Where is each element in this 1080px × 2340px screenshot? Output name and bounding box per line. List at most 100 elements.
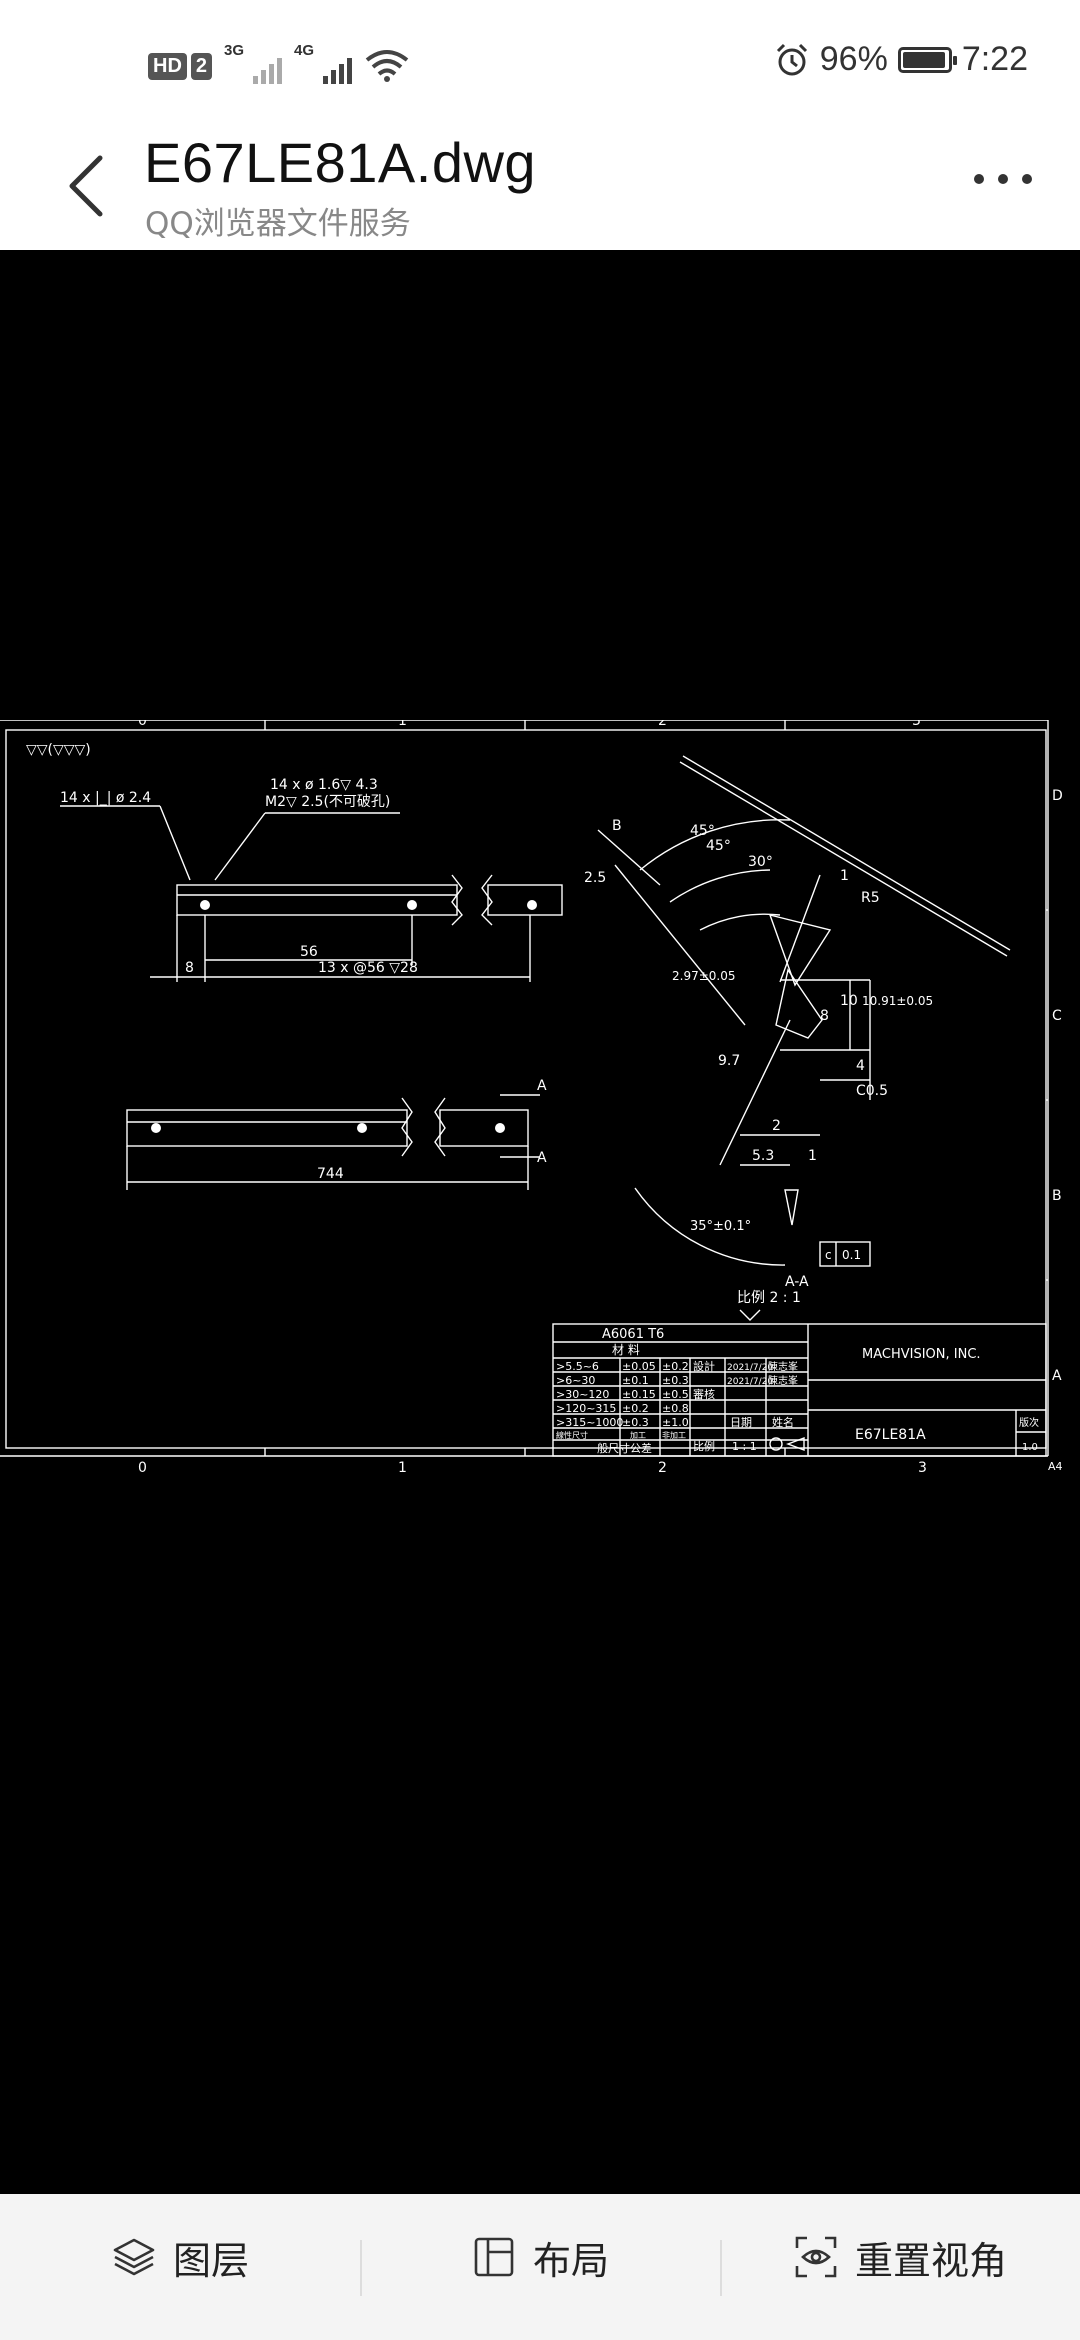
hd-label: HD: [148, 52, 187, 80]
dim-45-outer: 45°: [690, 823, 715, 839]
revision-value: 1.0: [1022, 1442, 1038, 1453]
battery-percent: 96%: [819, 40, 888, 78]
material-header: 材 料: [612, 1343, 640, 1357]
hole-note-2: M2▽ 2.5(不可破孔): [265, 794, 390, 810]
revision-label: 版次: [1019, 1416, 1039, 1429]
designer-name: 陳志峯: [768, 1360, 798, 1373]
company-name: MACHVISION, INC.: [862, 1347, 981, 1362]
tolerance-note: 一般尺寸公差: [586, 1441, 652, 1455]
dim-35: 35°±0.1°: [690, 1219, 751, 1234]
tol-b-1: ±0.3: [662, 1374, 689, 1387]
check-date: 2021/7/20: [727, 1377, 773, 1387]
tol-range-1: >6~30: [556, 1374, 595, 1387]
wifi-icon: [365, 50, 409, 82]
file-subtitle: QQ浏览器文件服务: [145, 206, 411, 242]
dim-56: 56: [300, 944, 318, 960]
tol-b-2: ±0.5: [662, 1388, 689, 1401]
dim-10: 10: [840, 993, 858, 1009]
view-b-label: B: [612, 818, 622, 834]
scale-label: 比例 2 : 1: [737, 1290, 801, 1306]
grid-right-a: A: [1052, 1368, 1062, 1384]
section-mark-a-bottom: A: [537, 1150, 547, 1166]
bottom-toolbar: 图层 布局 重置视角: [0, 2194, 1080, 2340]
name-header: 姓名: [772, 1415, 794, 1429]
tol-a-1: ±0.1: [622, 1374, 649, 1387]
review-label: 審核: [693, 1387, 715, 1401]
scale-field-value: 1 : 1: [732, 1440, 757, 1453]
tol-range-4: >315~1000: [556, 1416, 623, 1429]
hole-note-left: 14 ⅹ |_| ø 2.4: [60, 790, 151, 806]
grid-top-0: 0: [138, 720, 147, 729]
hd-voice-icon: HD 2: [148, 52, 213, 80]
section-mark-a-top: A: [537, 1078, 547, 1094]
layout-button[interactable]: 布局: [360, 2194, 720, 2340]
grid-top-3: 3: [912, 720, 921, 729]
part-number: E67LE81A: [855, 1427, 926, 1443]
file-title: E67LE81A.dwg: [144, 131, 537, 194]
design-label: 設計: [693, 1359, 715, 1373]
grid-bottom-2: 2: [658, 1460, 667, 1476]
dim-8-vert: 8: [820, 1008, 829, 1024]
tol-b-4: ±1.0: [662, 1416, 689, 1429]
scale-field-label: 比例: [693, 1439, 715, 1453]
dim-1-top: 1: [840, 868, 849, 884]
dim-1-bottom: 1: [808, 1148, 817, 1164]
signal-3g-icon: 3G: [224, 42, 283, 86]
clock-time: 7:22: [961, 40, 1028, 78]
grid-right-d: D: [1052, 788, 1063, 804]
sim-number: 2: [190, 52, 213, 80]
flatness-value: 0.1: [842, 1248, 861, 1262]
dim-4: 4: [856, 1058, 865, 1074]
dim-r5: R5: [861, 890, 880, 906]
grid-right-b: B: [1052, 1188, 1062, 1204]
battery-icon: [897, 46, 957, 73]
dim-30: 30°: [748, 854, 773, 870]
dim-10-91: 10.91±0.05: [862, 994, 933, 1008]
tol-range-3: >120~315: [556, 1402, 616, 1415]
checker-name: 陳志峯: [768, 1374, 798, 1387]
dim-9-7: 9.7: [718, 1053, 740, 1069]
dim-744: 744: [317, 1166, 344, 1182]
reset-view-icon: [795, 2236, 837, 2278]
row-small-3: 非加工: [662, 1430, 686, 1440]
tol-a-0: ±0.05: [622, 1360, 656, 1373]
grid-bottom-1: 1: [398, 1460, 407, 1476]
grid-bottom-0: 0: [138, 1460, 147, 1476]
layers-icon: [113, 2238, 155, 2276]
material-value: A6061 T6: [602, 1327, 664, 1342]
dim-5-3: 5.3: [752, 1148, 774, 1164]
flatness-symbol: c: [825, 1248, 832, 1262]
dim-pitch: 13 x @56 ▽28: [318, 960, 418, 976]
layout-icon: [474, 2237, 514, 2277]
tol-b-0: ±0.2: [662, 1360, 689, 1373]
tol-b-3: ±0.8: [662, 1402, 689, 1415]
hole-note-1: 14 ⅹ ø 1.6▽ 4.3: [270, 777, 378, 793]
dim-c0-5: C0.5: [856, 1083, 888, 1099]
dim-2-97: 2.97±0.05: [672, 969, 736, 983]
alarm-icon: [776, 43, 807, 75]
surface-symbol: ▽▽(▽▽▽): [26, 742, 91, 758]
more-options-button[interactable]: [974, 174, 1032, 184]
grid-top-1: 1: [398, 720, 407, 729]
layout-label: 布局: [532, 2238, 609, 2283]
grid-bottom-3: 3: [918, 1460, 927, 1476]
section-label: A-A: [785, 1274, 809, 1290]
drawing-viewer[interactable]: 0 1 2 3 0 1 2 3 D C B A ▽▽(▽▽▽) 14 ⅹ |_|…: [0, 250, 1080, 2194]
tol-a-2: ±0.15: [622, 1388, 656, 1401]
cad-drawing[interactable]: 0 1 2 3 0 1 2 3 D C B A ▽▽(▽▽▽) 14 ⅹ |_|…: [0, 720, 1080, 1480]
layers-label: 图层: [172, 2238, 249, 2283]
grid-top-2: 2: [658, 720, 667, 729]
sheet-size: A4: [1048, 1460, 1063, 1473]
design-date: 2021/7/20: [727, 1363, 773, 1373]
dim-45-inner: 45°: [706, 838, 731, 854]
reset-view-button[interactable]: 重置视角: [720, 2194, 1080, 2340]
grid-right-c: C: [1052, 1008, 1062, 1024]
title-bar: E67LE81A.dwg QQ浏览器文件服务: [0, 130, 1080, 250]
signal-4g-icon: 4G: [294, 42, 353, 86]
dim-2: 2: [772, 1118, 781, 1134]
tol-a-4: ±0.3: [622, 1416, 649, 1429]
back-button[interactable]: [58, 146, 118, 226]
tol-a-3: ±0.2: [622, 1402, 649, 1415]
layers-button[interactable]: 图层: [0, 2194, 360, 2340]
status-bar: HD 2 3G 4G 96% 7:22: [0, 0, 1080, 130]
